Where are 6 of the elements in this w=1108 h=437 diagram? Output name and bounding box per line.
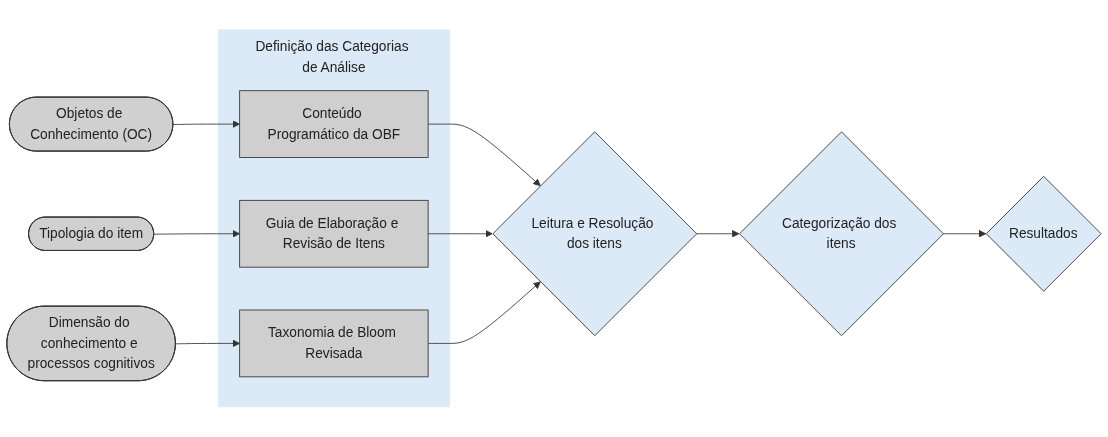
node-box: Taxonomia de Bloom Revisada	[239, 309, 429, 378]
node-diamond: Categorização dos itens	[739, 131, 944, 337]
node-box: Guia de Elaboração e Revisão de Itens	[239, 200, 429, 268]
node-diamond: Leitura e Resolução dos itens	[492, 131, 698, 337]
node-box: Conteúdo Programático da OBF	[239, 90, 429, 159]
node-diamond: Resultados	[985, 176, 1102, 292]
